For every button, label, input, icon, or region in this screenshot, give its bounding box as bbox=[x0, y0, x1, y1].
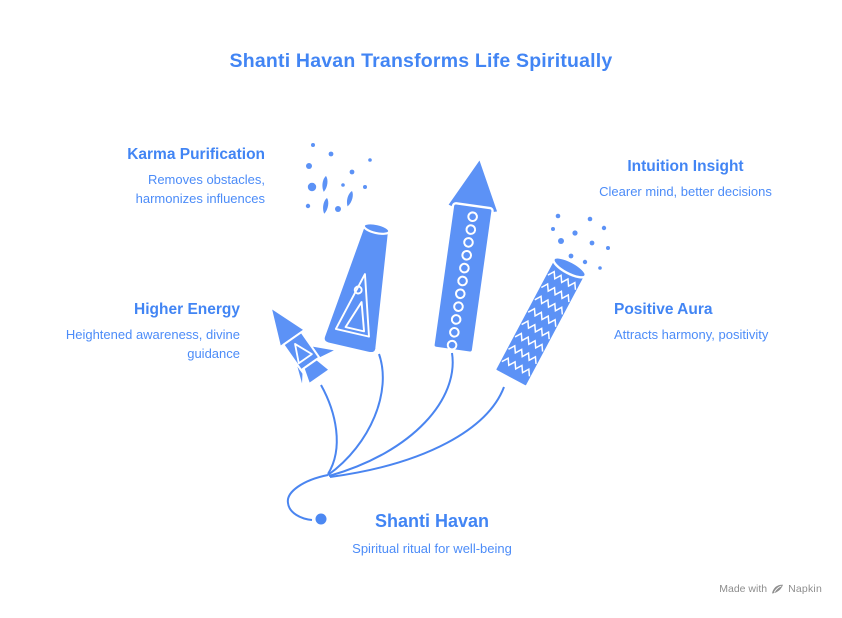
fuse-tail-curve bbox=[286, 474, 329, 521]
node-title: Karma Purification bbox=[127, 146, 265, 163]
node-description: Heightened awareness, divine guidance bbox=[65, 327, 240, 361]
center-label: Shanti Havan Spiritual ritual for well-b… bbox=[322, 511, 542, 556]
node-positive-aura: Positive Aura Attracts harmony, positivi… bbox=[614, 301, 789, 345]
tall-rocket-firework-icon bbox=[432, 157, 500, 354]
node-higher-energy: Higher Energy Heightened awareness, divi… bbox=[55, 301, 240, 364]
node-description: Attracts harmony, positivity bbox=[614, 327, 769, 342]
connector-curve bbox=[327, 353, 384, 476]
made-with-text: Made with bbox=[719, 583, 768, 595]
firecracker-icon bbox=[494, 256, 587, 388]
sparks-icon bbox=[305, 143, 372, 215]
fountain-firework-icon bbox=[322, 222, 391, 355]
node-description: Removes obstacles, harmonizes influences bbox=[135, 172, 265, 206]
napkin-logo-icon bbox=[772, 584, 784, 594]
connector-curve bbox=[328, 352, 454, 477]
sparks-icon bbox=[551, 213, 610, 270]
rocket-firework-icon bbox=[269, 306, 339, 391]
fuse-dot bbox=[315, 513, 327, 525]
node-title: Higher Energy bbox=[134, 301, 240, 318]
napkin-brand-text: Napkin bbox=[788, 583, 822, 595]
made-with-napkin-link[interactable]: Made with Napkin bbox=[719, 583, 822, 595]
connector-curve bbox=[320, 384, 338, 475]
connector-curves bbox=[286, 352, 505, 521]
node-title: Intuition Insight bbox=[627, 158, 744, 175]
node-title: Positive Aura bbox=[614, 301, 713, 318]
center-title: Shanti Havan bbox=[374, 511, 490, 531]
node-intuition-insight: Intuition Insight Clearer mind, better d… bbox=[593, 158, 778, 202]
page-title: Shanti Havan Transforms Life Spiritually bbox=[229, 50, 613, 72]
node-karma-purification: Karma Purification Removes obstacles, ha… bbox=[83, 146, 265, 209]
node-description: Clearer mind, better decisions bbox=[599, 184, 772, 199]
connector-curve bbox=[329, 386, 505, 478]
center-subtitle: Spiritual ritual for well-being bbox=[352, 541, 512, 556]
